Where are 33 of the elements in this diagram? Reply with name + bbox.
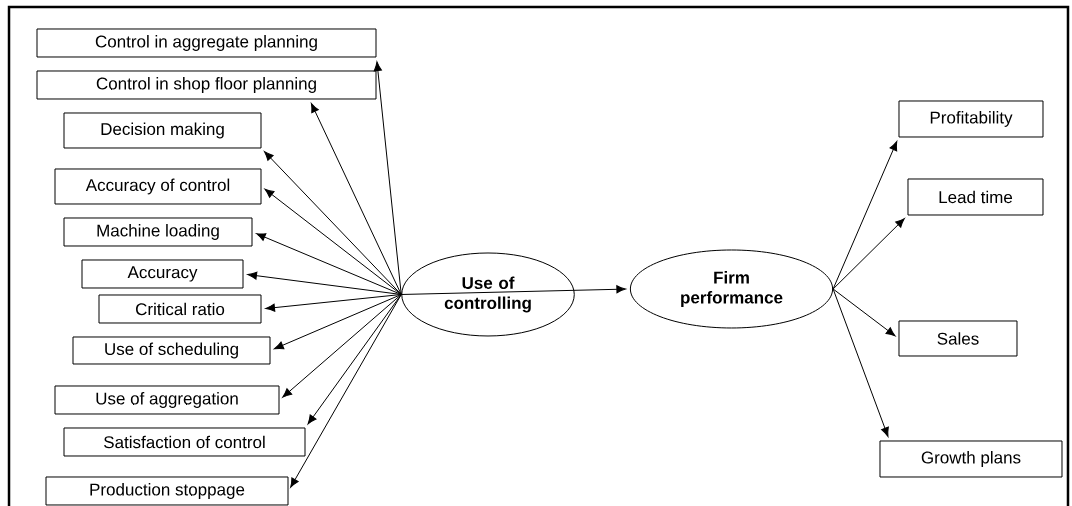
arrow <box>832 141 898 290</box>
arrow <box>274 294 402 350</box>
arrow <box>264 151 402 295</box>
text-box: Decision making <box>63 112 262 149</box>
arrow <box>265 294 402 312</box>
text-box: Profitability <box>898 100 1044 138</box>
arrow <box>264 188 402 295</box>
text-box: Sales <box>898 320 1018 357</box>
arrow <box>310 102 402 295</box>
arrow <box>247 271 402 295</box>
text-box: Satisfaction of control <box>63 427 306 457</box>
arrow <box>282 294 402 398</box>
text-box: Growth plans <box>879 440 1063 478</box>
text-box: Use of aggregation <box>54 385 280 415</box>
arrow <box>832 288 896 337</box>
text-box: Lead time <box>907 178 1044 216</box>
text-box: Machine loading <box>63 217 253 247</box>
text-box: Accuracy <box>81 259 244 289</box>
oval-node: Firm performance <box>629 249 834 329</box>
text-box: Accuracy of control <box>54 168 262 205</box>
arrow <box>832 218 905 290</box>
text-box: Use of scheduling <box>72 336 271 365</box>
arrow <box>400 285 626 295</box>
arrow <box>373 61 402 295</box>
text-box: Control in shop floor planning <box>36 70 377 100</box>
arrow <box>256 233 402 295</box>
arrow <box>832 288 889 437</box>
text-box: Critical ratio <box>98 294 262 324</box>
oval-node: Use of controlling <box>401 252 575 337</box>
arrow <box>307 294 402 425</box>
text-box: Control in aggregate planning <box>36 28 377 58</box>
arrow <box>290 294 402 488</box>
text-box: Production stoppage <box>45 476 289 506</box>
